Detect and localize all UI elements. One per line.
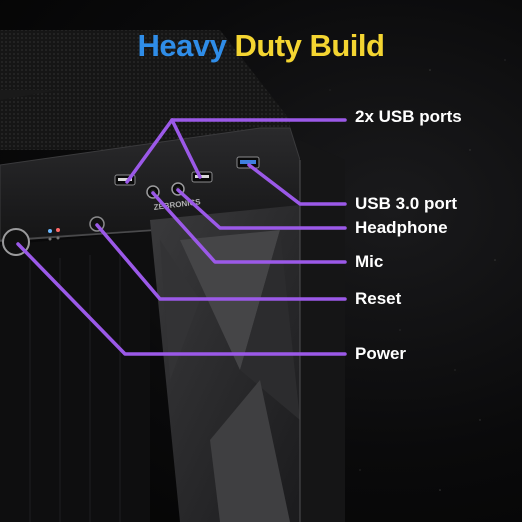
callout-line-headphone — [176, 188, 347, 230]
callout-line-usb2-branch — [170, 118, 202, 179]
label-headphone: Headphone — [355, 218, 448, 237]
label-power: Power — [355, 344, 407, 363]
label-reset: Reset — [355, 289, 402, 308]
callout-line-power — [16, 242, 347, 356]
callout-line-usb3 — [247, 163, 347, 206]
callout-line-reset — [95, 223, 347, 301]
headline: Heavy Duty Build — [0, 28, 522, 64]
front-vent-panel — [0, 232, 150, 522]
usb2-port-right — [191, 171, 213, 183]
headline-part1: Heavy — [137, 28, 227, 63]
callout-line-mic — [151, 191, 347, 264]
usb3-port — [236, 156, 260, 169]
callout-lines — [16, 118, 347, 356]
label-usb-3-port: USB 3.0 port — [355, 194, 458, 213]
label-2x-usb-ports: 2x USB ports — [355, 107, 462, 126]
status-leds — [48, 228, 60, 241]
background-speckles — [329, 59, 506, 491]
case-right-edge — [300, 140, 345, 522]
label-mic: Mic — [355, 252, 384, 271]
headline-part2: Duty Build — [234, 28, 385, 63]
